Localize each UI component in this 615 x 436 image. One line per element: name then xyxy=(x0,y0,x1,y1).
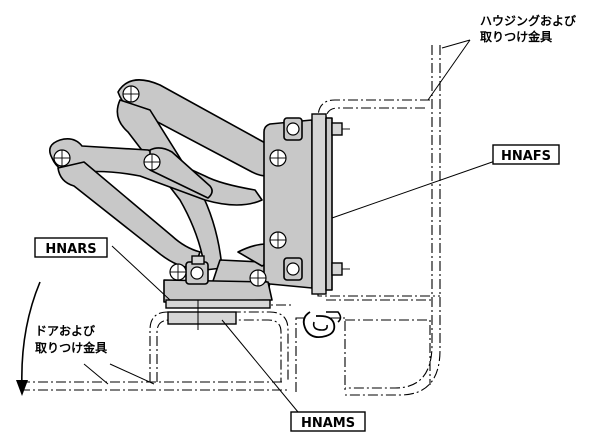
housing-frame xyxy=(317,45,441,396)
leader-lines xyxy=(83,39,499,413)
rubber-seal xyxy=(302,311,342,339)
pivot-center-icon xyxy=(143,153,161,171)
hinge-links xyxy=(49,79,287,300)
bolt-head-top-icon xyxy=(286,122,300,136)
pivot-top-left-icon xyxy=(122,85,140,103)
label-hnafs-text: HNAFS xyxy=(501,149,551,164)
note-housing-line1: ハウジングおよび xyxy=(480,13,577,28)
door-bracket xyxy=(163,255,273,330)
note-door: ドアおよび 取りつけ金具 xyxy=(35,323,107,355)
label-hnars: HNARS xyxy=(34,237,108,258)
pivot-bottom-right-icon xyxy=(249,269,267,287)
note-door-line1: ドアおよび xyxy=(35,323,96,338)
label-hnafs: HNAFS xyxy=(492,144,560,165)
note-housing-line2: 取りつけ金具 xyxy=(480,29,552,44)
label-hnams-text: HNAMS xyxy=(301,416,355,431)
bolt-head-door-icon xyxy=(190,266,204,280)
pivot-bottom-left-icon xyxy=(169,263,187,281)
pivot-right-top-icon xyxy=(269,149,287,167)
pivot-pins xyxy=(53,85,300,287)
note-housing: ハウジングおよび 取りつけ金具 xyxy=(480,13,577,44)
bolt-head-bottom-icon xyxy=(286,262,300,276)
pivot-left-icon xyxy=(53,149,71,167)
pivot-right-bottom-icon xyxy=(269,231,287,249)
note-door-line2: 取りつけ金具 xyxy=(35,340,107,355)
door-swing-arrow xyxy=(16,281,41,396)
label-hnars-text: HNARS xyxy=(45,242,96,257)
label-hnams: HNAMS xyxy=(290,411,366,432)
housing-bracket xyxy=(263,113,350,295)
